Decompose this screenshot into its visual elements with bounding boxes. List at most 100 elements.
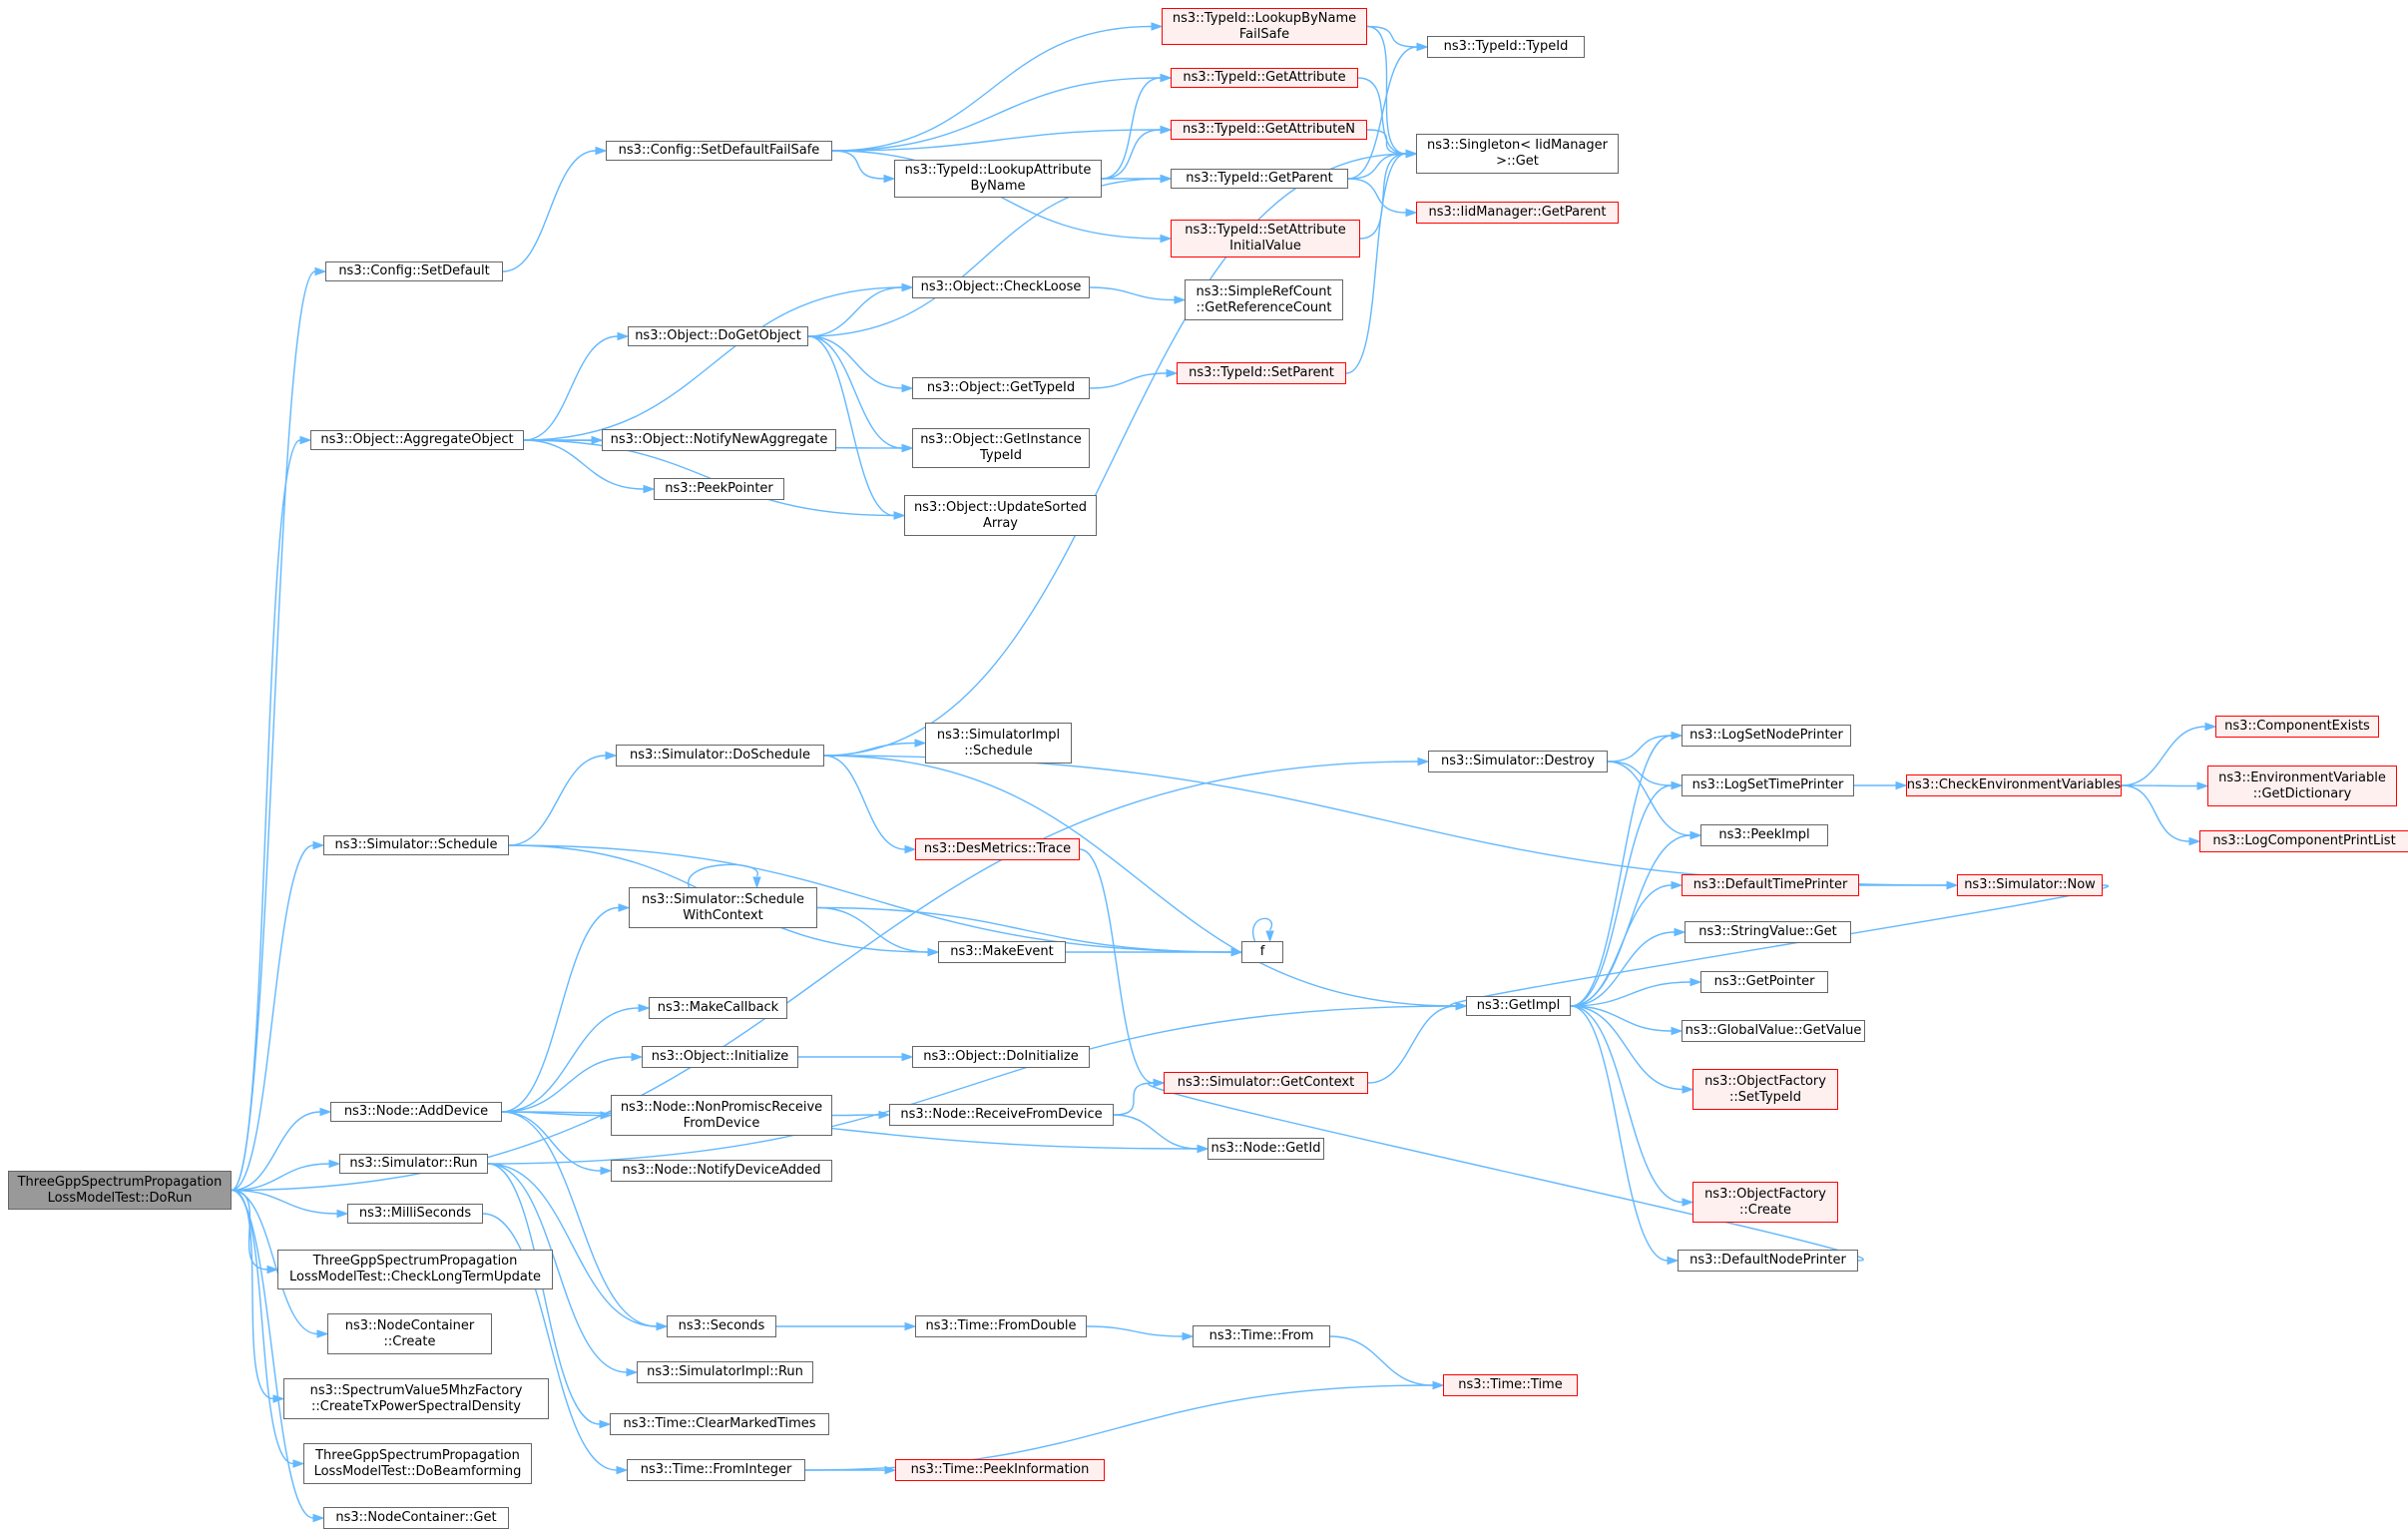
graph-node-nodecontainer-get[interactable]: ns3::NodeContainer::Get	[323, 1507, 509, 1529]
graph-node-time-frominteger[interactable]: ns3::Time::FromInteger	[627, 1459, 805, 1481]
graph-node-makecallback[interactable]: ns3::MakeCallback	[649, 997, 787, 1019]
graph-node-time-time[interactable]: ns3::Time::Time	[1443, 1374, 1578, 1396]
graph-node-cfg-setdefaultfs[interactable]: ns3::Config::SetDefaultFailSafe	[606, 141, 832, 161]
graph-node-getimpl[interactable]: ns3::GetImpl	[1466, 996, 1571, 1016]
graph-node-label: ns3::Singleton< IidManager	[1426, 138, 1608, 153]
graph-node-milliseconds[interactable]: ns3::MilliSeconds	[347, 1204, 483, 1224]
edge-line	[1366, 25, 1418, 48]
graph-node-simimpl-run[interactable]: ns3::SimulatorImpl::Run	[637, 1361, 813, 1383]
graph-node-globalvalue-getvalue[interactable]: ns3::GlobalValue::GetValue	[1682, 1020, 1865, 1042]
edge-milliseconds-to-time-frominteger	[482, 1213, 629, 1475]
graph-node-componentexists[interactable]: ns3::ComponentExists	[2215, 716, 2379, 738]
graph-node-tid-getparent[interactable]: ns3::TypeId::GetParent	[1171, 169, 1348, 189]
graph-node-sim-schedule[interactable]: ns3::Simulator::Schedule	[323, 835, 509, 855]
edge-checkenv-to-componentexists	[2121, 722, 2217, 786]
graph-node-iid-getparent[interactable]: ns3::IidManager::GetParent	[1416, 202, 1619, 224]
graph-node-label: ThreeGppSpectrumPropagation	[315, 1447, 520, 1463]
graph-node-tid-getattributen[interactable]: ns3::TypeId::GetAttributeN	[1171, 120, 1367, 140]
graph-node-logsettimeprinter[interactable]: ns3::LogSetTimePrinter	[1682, 774, 1854, 796]
edge-line	[231, 1189, 318, 1335]
graph-node-objfactory-create[interactable]: ns3::ObjectFactory::Create	[1692, 1182, 1838, 1223]
graph-node-envvar-getdict[interactable]: ns3::EnvironmentVariable::GetDictionary	[2207, 766, 2397, 806]
edge-arrowhead	[599, 1419, 612, 1429]
graph-node-node-receivefromdevice[interactable]: ns3::Node::ReceiveFromDevice	[889, 1104, 1114, 1126]
graph-node-defaultnodeprinter[interactable]: ns3::DefaultNodePrinter	[1678, 1250, 1858, 1272]
graph-node-obj-initialize[interactable]: ns3::Object::Initialize	[642, 1046, 798, 1068]
graph-node-obj-doinitialize[interactable]: ns3::Object::DoInitialize	[912, 1046, 1090, 1068]
edge-line	[1079, 848, 1155, 1084]
graph-node-time-clearmarked[interactable]: ns3::Time::ClearMarkedTimes	[610, 1413, 829, 1435]
graph-node-tid-typeid[interactable]: ns3::TypeId::TypeId	[1427, 36, 1585, 58]
edge-line	[2121, 784, 2198, 787]
graph-node-obj-notifynewagg[interactable]: ns3::Object::NotifyNewAggregate	[602, 429, 836, 451]
graph-node-node-notifydeviceadded[interactable]: ns3::Node::NotifyDeviceAdded	[611, 1160, 832, 1182]
graph-node-simimpl-schedule[interactable]: ns3::SimulatorImpl::Schedule	[925, 723, 1072, 764]
graph-node-sim-now[interactable]: ns3::Simulator::Now	[1957, 874, 2103, 896]
edge-line	[1570, 884, 1673, 1007]
graph-node-objfactory-settypeid[interactable]: ns3::ObjectFactory::SetTypeId	[1692, 1069, 1838, 1110]
graph-node-peekimpl[interactable]: ns3::PeekImpl	[1700, 824, 1828, 846]
edge-arrowhead	[1682, 1198, 1694, 1207]
graph-node-getpointer[interactable]: ns3::GetPointer	[1700, 971, 1828, 993]
graph-node-label: ns3::NodeContainer	[344, 1317, 475, 1333]
graph-node-peekpointer[interactable]: ns3::PeekPointer	[654, 478, 784, 500]
graph-node-time-from[interactable]: ns3::Time::From	[1193, 1325, 1330, 1347]
graph-node-spectrum5mhz[interactable]: ns3::SpectrumValue5MhzFactory::CreateTxP…	[283, 1378, 549, 1419]
graph-node-checkenv[interactable]: ns3::CheckEnvironmentVariables	[1906, 774, 2122, 796]
graph-node-obj-aggregate[interactable]: ns3::Object::AggregateObject	[310, 430, 524, 450]
graph-node-f[interactable]: f	[1241, 941, 1283, 963]
edge-arrowhead	[266, 1265, 279, 1275]
graph-node-label: ns3::TypeId::TypeId	[1443, 39, 1569, 54]
graph-node-label: ns3::Time::Time	[1458, 1377, 1563, 1392]
graph-node-node-getid[interactable]: ns3::Node::GetId	[1207, 1138, 1324, 1160]
graph-node-desmetrics-trace[interactable]: ns3::DesMetrics::Trace	[915, 838, 1080, 860]
edge-getimpl-to-getpointer	[1570, 977, 1702, 1007]
graph-node-logsetnodeprinter[interactable]: ns3::LogSetNodePrinter	[1682, 725, 1851, 747]
graph-node-stringvalue-get[interactable]: ns3::StringValue::Get	[1685, 921, 1851, 943]
graph-node-node-adddevice[interactable]: ns3::Node::AddDevice	[330, 1102, 502, 1122]
graph-node-defaulttimeprinter[interactable]: ns3::DefaultTimePrinter	[1682, 874, 1859, 896]
edge-sim-run-to-time-clearmarked	[487, 1163, 612, 1429]
graph-node-label: ns3::MakeEvent	[950, 944, 1054, 959]
graph-node-makeevent[interactable]: ns3::MakeEvent	[938, 941, 1066, 963]
graph-node-sim-getcontext[interactable]: ns3::Simulator::GetContext	[1164, 1072, 1368, 1094]
graph-node-simplerefcount[interactable]: ns3::SimpleRefCount::GetReferenceCount	[1185, 279, 1343, 320]
graph-node-obj-gettypeid[interactable]: ns3::Object::GetTypeId	[912, 377, 1090, 399]
edge-arrowhead	[1689, 977, 1702, 987]
graph-node-seconds[interactable]: ns3::Seconds	[667, 1315, 776, 1337]
edge-line	[1570, 931, 1676, 1007]
graph-node-sim-destroy[interactable]: ns3::Simulator::Destroy	[1428, 751, 1608, 772]
graph-node-label: ns3::MakeCallback	[657, 1000, 779, 1015]
graph-node-sim-run[interactable]: ns3::Simulator::Run	[339, 1154, 488, 1174]
edge-line	[508, 844, 1232, 953]
graph-node-obj-dogetobject[interactable]: ns3::Object::DoGetObject	[628, 326, 808, 346]
graph-node-obj-checkloose[interactable]: ns3::Object::CheckLoose	[912, 276, 1090, 298]
edge-line	[487, 1163, 658, 1327]
graph-node-label: FromDevice	[683, 1115, 760, 1131]
graph-node-time-fromdouble[interactable]: ns3::Time::FromDouble	[915, 1315, 1087, 1337]
graph-node-sim-doschedule[interactable]: ns3::Simulator::DoSchedule	[616, 745, 824, 767]
graph-node-tid-setparent[interactable]: ns3::TypeId::SetParent	[1177, 362, 1346, 384]
graph-node-logcomponentprintlist[interactable]: ns3::LogComponentPrintList	[2199, 830, 2408, 852]
graph-node-label: InitialValue	[1229, 239, 1301, 254]
graph-node-cfg-setdefault[interactable]: ns3::Config::SetDefault	[325, 261, 503, 281]
graph-node-singleton-get[interactable]: ns3::Singleton< IidManager>::Get	[1416, 134, 1619, 174]
graph-node-label: FailSafe	[1238, 26, 1290, 42]
graph-node-time-peekinfo[interactable]: ns3::Time::PeekInformation	[895, 1459, 1105, 1481]
graph-node-nodecontainer-create[interactable]: ns3::NodeContainer::Create	[327, 1313, 492, 1354]
edge-line	[1101, 129, 1162, 180]
graph-node-label: ns3::MilliSeconds	[358, 1206, 472, 1221]
graph-node-label: ns3::ObjectFactory	[1704, 1073, 1826, 1089]
edge-arrowhead	[1230, 947, 1243, 957]
graph-node-tid-getattribute[interactable]: ns3::TypeId::GetAttribute	[1171, 68, 1358, 88]
